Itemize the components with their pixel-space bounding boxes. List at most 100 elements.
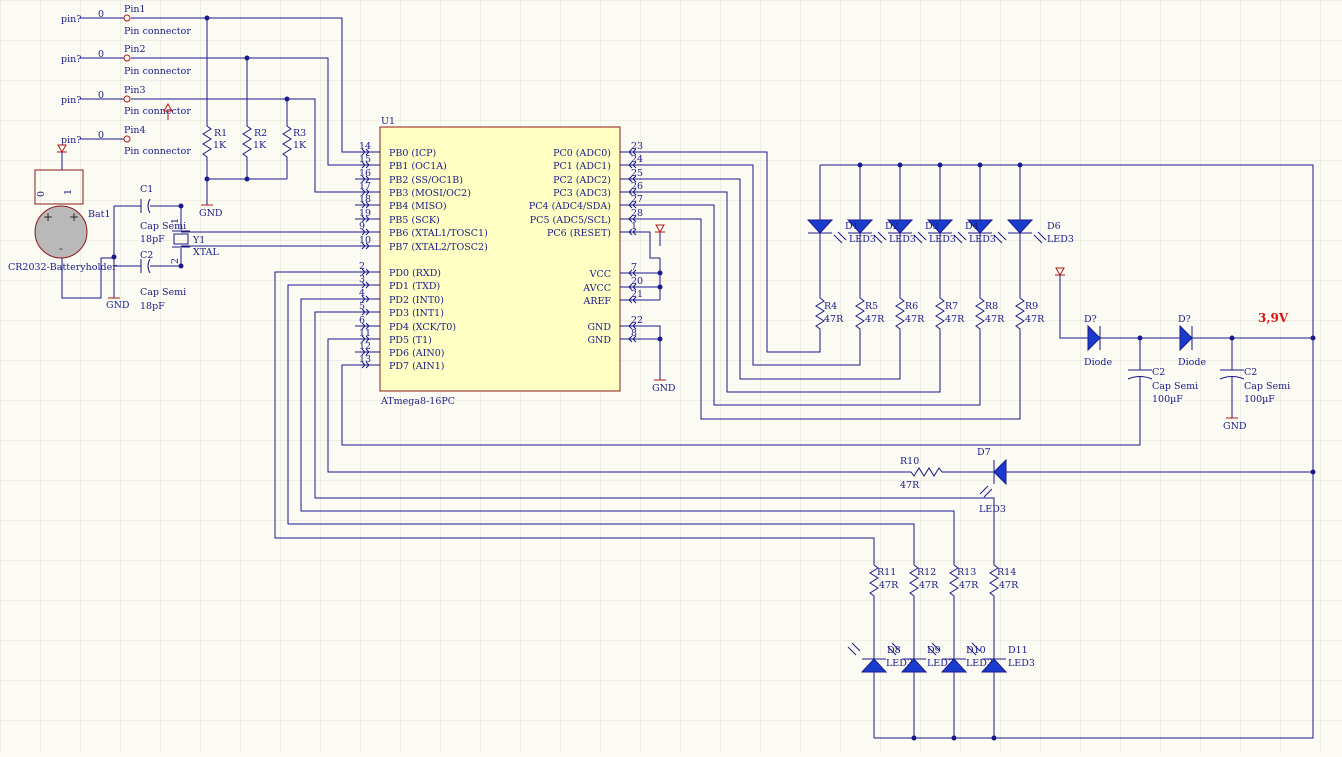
capacitor-desc: Cap Semi — [140, 287, 186, 298]
resistor-value: 47R — [879, 580, 899, 591]
mcu-pin-number: 8 — [631, 328, 637, 339]
resistor-r9[interactable]: R9 47R — [1015, 297, 1045, 419]
capacitor-c2[interactable]: C2 Cap Semi 18pF — [114, 250, 186, 312]
led-d11[interactable]: D11 LED3 — [967, 642, 1035, 738]
mcu-pin-number: 1 — [631, 221, 637, 232]
led-d7[interactable]: D7 LED3 — [977, 447, 1007, 515]
resistor-r14[interactable]: R14 47R — [989, 510, 1019, 660]
pin-number: 0 — [98, 49, 104, 60]
resistor-r2[interactable]: R2 1K — [242, 58, 267, 179]
pin-number: 0 — [98, 130, 104, 141]
led-top-2[interactable]: D1 LED3 — [845, 165, 887, 298]
resistor-r7[interactable]: R7 47R — [935, 297, 965, 392]
led-d10[interactable]: D10 LED3 — [927, 642, 993, 738]
capacitor-desc: Cap Semi — [1152, 381, 1198, 392]
resistor-r10[interactable]: R10 47R — [327, 338, 994, 491]
battery-minus: - — [59, 242, 63, 255]
pin-connector-1[interactable]: pin? 0 Pin1 Pin connector — [61, 4, 191, 37]
capacitor-value: 18pF — [140, 234, 165, 245]
mcu-pin-name: PD4 (XCK/T0) — [389, 322, 456, 333]
resistor-r1[interactable]: R1 1K — [202, 18, 227, 205]
diode-value: Diode — [1178, 357, 1206, 368]
resistor-ref: R3 — [293, 128, 306, 139]
resistor-r6[interactable]: R6 47R — [895, 297, 925, 379]
mcu-pin-number: 3 — [359, 274, 365, 285]
led-top-4[interactable]: D3 LED3 — [925, 165, 967, 298]
led-icon — [926, 219, 954, 234]
crystal-y1[interactable]: 1 2 Y1 XTAL — [170, 206, 219, 266]
pin-terminal-icon — [123, 135, 131, 143]
capacitor-c1[interactable]: C1 Cap Semi 18pF — [114, 184, 186, 245]
mcu-pin-number: 27 — [631, 194, 643, 205]
led-top-3[interactable]: D2 LED3 — [885, 165, 927, 298]
mcu-pin-name: VCC — [589, 269, 611, 280]
resistor-r3[interactable]: R3 1K — [282, 99, 307, 179]
capacitor-supply-2[interactable]: C2 Cap Semi 100µF — [1219, 338, 1290, 418]
resistor-r12[interactable]: R12 47R — [909, 564, 939, 660]
battery-cell-icon — [34, 205, 88, 259]
led-d8[interactable]: D8 LED3 — [847, 642, 913, 738]
gnd-symbol-4: GND — [1223, 417, 1247, 432]
mcu-pin-name: PD6 (AIN0) — [389, 348, 444, 359]
led-d9[interactable]: D9 LED3 — [887, 642, 954, 738]
resistor-r11[interactable]: R11 47R — [869, 564, 899, 660]
resistor-r8[interactable]: R8 47R — [975, 297, 1005, 405]
resistor-r4[interactable]: R4 47R — [815, 297, 844, 352]
power-symbol-icon — [655, 224, 665, 234]
gnd-symbol-2: GND — [106, 297, 130, 311]
mcu-pin-number: 16 — [359, 168, 371, 179]
mcu-pin-number: 23 — [631, 141, 643, 152]
led-top-6[interactable]: D6 LED3 — [1006, 165, 1074, 298]
resistor-value: 47R — [999, 580, 1019, 591]
battery-holder[interactable]: 0 1 + + - Bat1 CR2032-Batteryholder — [8, 144, 117, 299]
mcu-pin-name: PD7 (AIN1) — [389, 361, 444, 372]
crystal-icon — [173, 233, 189, 245]
resistor-r5[interactable]: R5 47R — [855, 297, 885, 365]
pin-connector-2[interactable]: pin? 0 Pin2 Pin connector — [61, 44, 191, 77]
resistor-ref: R4 — [824, 301, 837, 312]
led-ref: D10 — [966, 645, 986, 656]
light-arrows-icon — [887, 642, 901, 656]
diode-icon — [1179, 324, 1193, 352]
mcu-part: ATmega8-16PC — [380, 396, 455, 407]
resistor-r13[interactable]: R13 47R — [949, 564, 979, 660]
battery-ref: Bat1 — [88, 209, 111, 220]
resistor-ref: R2 — [254, 128, 267, 139]
resistor-value: 47R — [824, 314, 844, 325]
mcu-pin-number: 15 — [359, 154, 371, 165]
capacitor-supply-1[interactable]: C2 Cap Semi 100µF — [341, 338, 1198, 446]
pin-connector-3[interactable]: pin? 0 Pin3 Pin connector — [61, 85, 191, 117]
mcu-pin-name: PC5 (ADC5/SCL) — [530, 215, 611, 226]
resistor-value: 47R — [865, 314, 885, 325]
led-top-5[interactable]: D4 LED3 — [965, 165, 1007, 298]
mcu-pin-name: PD2 (INT0) — [389, 295, 444, 306]
led-top-1[interactable] — [806, 165, 847, 298]
pin-connector-4[interactable]: pin? 0 Pin4 Pin connector — [61, 125, 191, 157]
